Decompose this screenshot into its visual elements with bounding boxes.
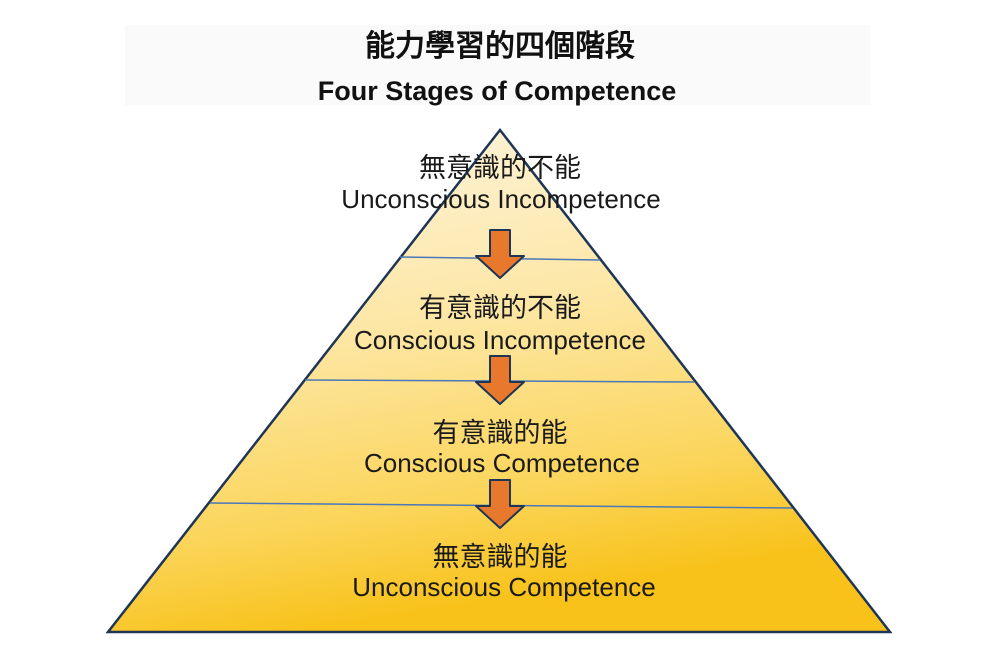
stage-3-english: Conscious Competence [364, 448, 640, 478]
title-backdrop [125, 25, 870, 105]
title-chinese: 能力學習的四個階段 [365, 29, 635, 64]
stage-2-chinese: 有意識的不能 [419, 293, 581, 324]
stage-3-chinese: 有意識的能 [433, 418, 568, 449]
stage-1-english: Unconscious Incompetence [341, 184, 660, 214]
down-arrow-icon [475, 229, 525, 279]
stage-1-chinese: 無意識的不能 [419, 153, 581, 184]
stage-4-chinese: 無意識的能 [433, 542, 568, 573]
stage-4-english: Unconscious Competence [352, 572, 656, 602]
down-arrow-icon [475, 479, 525, 529]
title-english: Four Stages of Competence [318, 76, 677, 106]
stage-2-english: Conscious Incompetence [354, 325, 646, 355]
down-arrow-icon [475, 355, 525, 405]
